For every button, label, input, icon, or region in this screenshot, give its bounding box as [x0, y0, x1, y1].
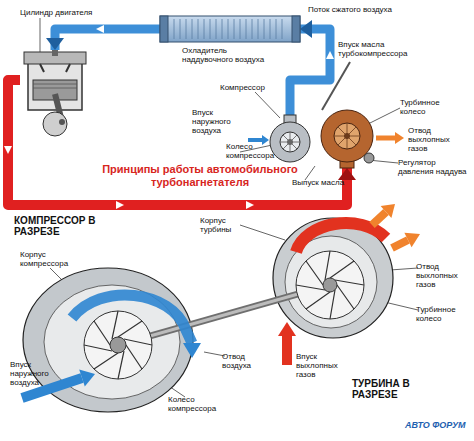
wheel-blades	[296, 251, 364, 319]
part-label: Впуск масла турбокомпрессора	[338, 40, 413, 58]
leader-line	[305, 166, 315, 180]
turbine-wheel	[296, 251, 364, 319]
wheel-hub	[344, 133, 350, 139]
exhaust-outlet-arrow	[376, 132, 404, 144]
arrow-shaft	[248, 138, 262, 142]
exhaust-outlet-arrow	[392, 240, 408, 248]
part-label: Впуск наружного воздуха	[10, 360, 70, 387]
wheel-hub	[323, 278, 337, 292]
turbine-cutaway	[273, 218, 393, 338]
arrow-shaft	[376, 136, 395, 141]
exhaust-inlet-arrow	[282, 335, 292, 365]
leader-line	[240, 225, 285, 240]
wheel-hub	[110, 337, 126, 353]
arrow-head	[79, 370, 95, 387]
part-label: Отвод выхлопных газов	[408, 126, 470, 153]
crank-pin	[59, 119, 65, 125]
flow-arrows	[4, 25, 334, 209]
leader-line	[204, 352, 225, 356]
cooler-core	[160, 16, 300, 42]
part-label: Турбинное колесо	[416, 305, 466, 323]
part-label: Регулятор давления наддува	[398, 158, 468, 176]
part-label: Впуск выхлопных газов	[296, 352, 351, 379]
turbine-wheel	[334, 123, 360, 149]
exhaust-flow	[278, 204, 420, 365]
compressor-housing	[23, 268, 193, 412]
section-heading: КОМПРЕССОР В РАЗРЕЗЕ	[14, 215, 124, 237]
wheel-disc	[296, 251, 364, 319]
spark-plug	[52, 50, 58, 56]
turbine-housing	[321, 110, 373, 162]
node-label: Турбинное колесо	[400, 98, 455, 116]
wastegate	[364, 153, 374, 163]
part-label: Колесо компрессора	[226, 142, 281, 160]
watermark: АВТО ФОРУМ	[405, 421, 473, 430]
part-label: Впуск наружного воздуха	[192, 108, 254, 135]
pipe-connector	[8, 80, 356, 205]
diagram-title: Принципы работы автомобильного турбонагн…	[85, 163, 315, 189]
turbine-housing	[273, 218, 393, 338]
intercooler-shape	[160, 16, 300, 42]
cooler-tank	[160, 16, 168, 42]
section-heading: ТУРБИНА В РАЗРЕЗЕ	[352, 378, 442, 400]
flow-arrow	[246, 201, 254, 209]
compressor-wheel	[280, 132, 300, 152]
valves	[40, 64, 70, 72]
compressor-cutaway	[23, 268, 193, 412]
crankshaft	[43, 112, 67, 136]
flow-arrow	[326, 51, 334, 59]
leader-line	[390, 268, 418, 270]
piston-rings	[33, 84, 77, 88]
arrow-head	[404, 233, 420, 247]
cooler-tank	[292, 16, 300, 42]
engine-shape	[20, 50, 90, 138]
wheel-blades	[334, 123, 360, 149]
flow-arrow	[4, 146, 12, 154]
flow-arrow	[116, 201, 124, 209]
air-flow	[22, 295, 201, 398]
edge-label: Поток сжатого воздуха	[308, 5, 428, 14]
arrow-head	[381, 204, 395, 218]
arrow-head	[46, 38, 64, 50]
arrow-head	[262, 135, 269, 145]
part-label: Отвод выхлопных газов	[416, 262, 471, 289]
wheel-disc	[84, 311, 152, 379]
turbine: Турбинное колесо	[318, 108, 376, 168]
compressor-wheel	[84, 311, 152, 379]
node-label: Цилиндр двигателя	[20, 8, 100, 17]
compressor-shape	[268, 115, 312, 165]
arrow-head	[183, 343, 201, 358]
leader-line	[255, 92, 280, 118]
turbine-shape	[318, 108, 376, 168]
part-label: Корпус компрессора	[20, 250, 75, 268]
node-label: Компрессор	[220, 83, 270, 92]
leader-line	[40, 18, 41, 54]
compressor: Компрессор	[268, 115, 312, 165]
part-label: Колесо компрессора	[168, 395, 223, 413]
arrow-head	[395, 132, 404, 144]
wheel-blades	[280, 132, 300, 152]
intercooler: Охладитель наддувочного воздуха	[160, 16, 300, 42]
exhaust-swirl	[296, 223, 386, 252]
part-label: Корпус турбины	[200, 216, 245, 234]
pipe-line	[55, 29, 160, 50]
engine-cylinder: Цилиндр двигателя	[20, 50, 90, 138]
exhaust-outlet-arrow	[372, 212, 386, 225]
flow-arrow	[96, 25, 104, 33]
compressor-housing	[270, 122, 310, 162]
cooler-fins	[174, 19, 282, 39]
node-label: Охладитель наддувочного воздуха	[182, 46, 267, 64]
part-label: Отвод воздуха	[222, 352, 270, 370]
arrow-head	[300, 20, 312, 38]
part-label: Выпуск масла	[292, 178, 352, 187]
arrow-head	[278, 322, 296, 336]
air-swirl	[72, 295, 192, 343]
wheel-blades	[84, 311, 152, 379]
wheel-hub	[287, 139, 293, 145]
